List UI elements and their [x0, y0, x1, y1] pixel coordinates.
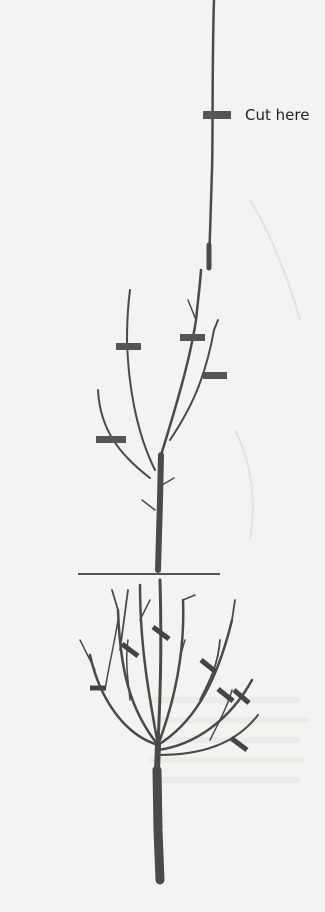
young-tree-cut-marks: [96, 334, 227, 443]
whip-tree: [209, 0, 214, 268]
whip-cut-mark: [203, 111, 231, 119]
established-tree: [80, 580, 258, 880]
young-branch-left-low: [98, 390, 150, 478]
young-tree: [98, 270, 218, 570]
cut-here-label: Cut here: [245, 106, 309, 124]
whip-stem: [209, 0, 214, 265]
established-trunk: [157, 770, 160, 880]
young-leader: [161, 270, 201, 455]
young-branch-left: [127, 290, 155, 470]
